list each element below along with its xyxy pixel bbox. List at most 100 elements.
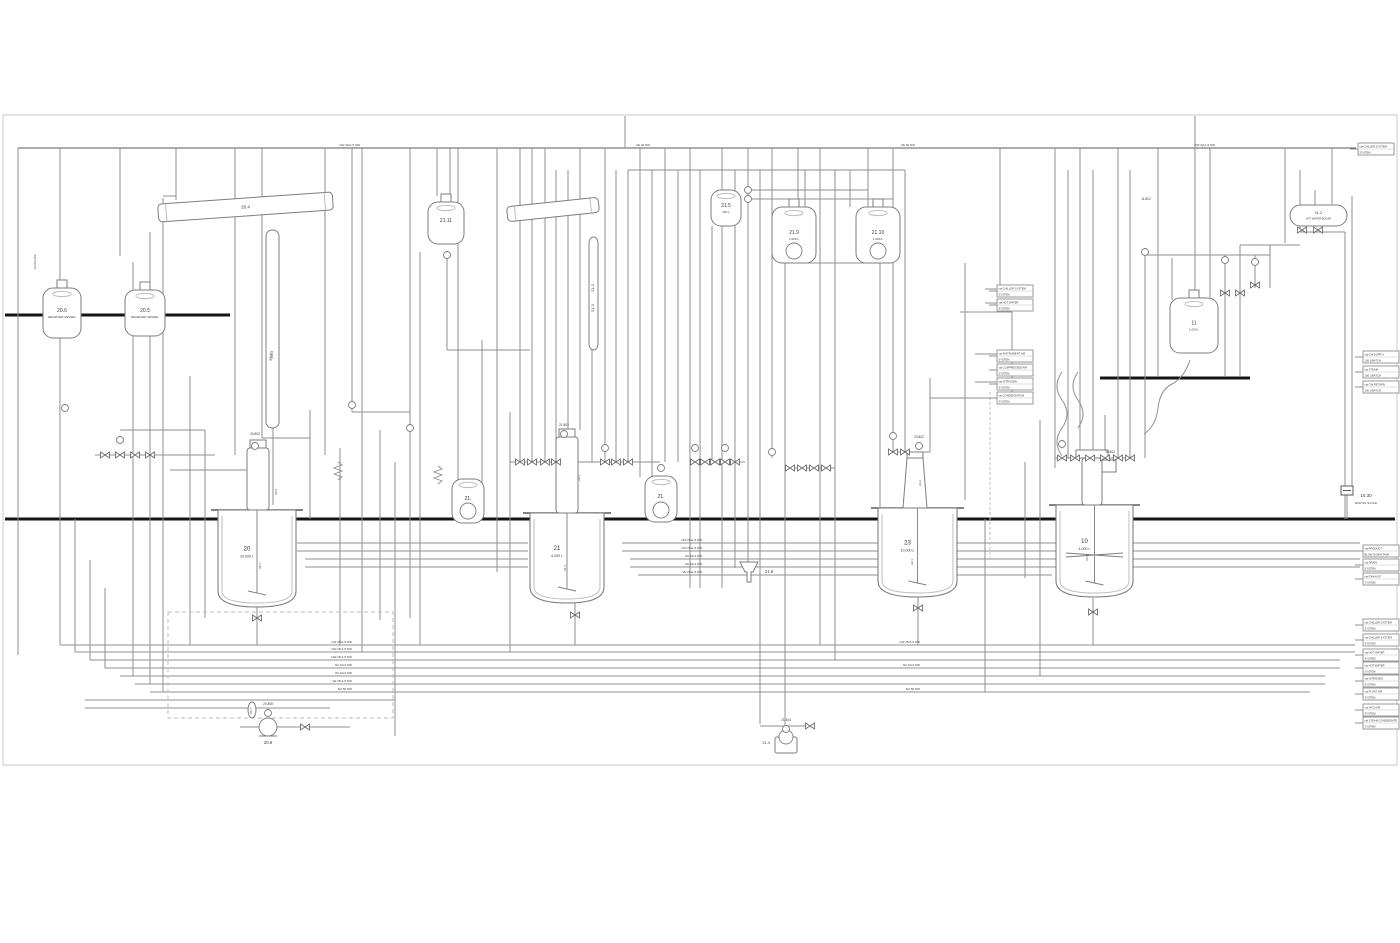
- label: 14.20.8-600: [33, 254, 37, 269]
- label: PA 10x1 NW: [685, 562, 702, 566]
- label: 10.30: [1360, 493, 1372, 498]
- condenser-20-4: 20.4: [157, 191, 334, 223]
- connector-label: 100 L/BATCH: [1365, 374, 1381, 378]
- valve: [785, 464, 795, 472]
- diagram-label: 21.2: [577, 475, 581, 481]
- valve: [1070, 454, 1080, 462]
- connector-label: via STEAM: [1365, 368, 1379, 372]
- label: VE 40 NW: [901, 143, 915, 147]
- diagram-label: HW 25x1,5 NW: [331, 655, 352, 659]
- label: 10.802: [1105, 450, 1115, 454]
- circle: [61, 404, 69, 412]
- diagram-label: 21.6: [765, 569, 774, 574]
- label: CW 32x1,5 NW: [339, 143, 360, 147]
- label: 20.1: [258, 563, 262, 569]
- label: CW 25x1,5 NW: [681, 546, 702, 550]
- equipment-tag: 21.11: [440, 218, 452, 224]
- equipment-subtitle: RECEIVER VESSEL: [48, 315, 76, 319]
- valve: [805, 722, 815, 730]
- diagram-label: 21.404: [781, 718, 791, 722]
- diagram-label: 23.2: [918, 480, 922, 486]
- diagram-label: N2 10x1 NW: [685, 554, 702, 558]
- diagram-label: 10.1: [1085, 555, 1089, 561]
- column-21-3: 21.3: [588, 236, 599, 351]
- diagram-label: 10.30: [1360, 493, 1372, 498]
- valve: [527, 458, 537, 466]
- diagram-label: VE 40 NW: [636, 143, 650, 147]
- label: EX 50 NW: [338, 687, 352, 691]
- circle: [116, 436, 124, 444]
- label: HW 25x1,5 NW: [331, 655, 352, 659]
- label: 20.2: [274, 489, 278, 495]
- equipment-subtitle: 1,000 L: [789, 237, 799, 241]
- label: 21.802: [559, 423, 569, 427]
- diagram-label: CW 25x1,5 NW: [899, 640, 920, 644]
- equipment-tag: 20.6: [57, 308, 67, 314]
- valve: [1057, 454, 1067, 462]
- valve: [540, 458, 550, 466]
- connector-label: SYSTEM: [1365, 725, 1377, 729]
- label: EX 50 NW: [906, 687, 920, 691]
- connector-label: SYSTEM: [1365, 567, 1377, 571]
- diagram-label: 23.1: [910, 559, 914, 565]
- diagram-label: N2 10x1 NW: [335, 663, 352, 667]
- equipment-tag: 21.9: [789, 230, 799, 236]
- connector-label: via HOT WATER: [1365, 664, 1385, 668]
- valve: [300, 723, 310, 731]
- label: N2 10x1 NW: [685, 554, 702, 558]
- connector-label: SYSTEM: [1365, 683, 1377, 687]
- label: N2 10x1 NW: [903, 663, 920, 667]
- valve: [797, 464, 807, 472]
- pump-20-8: 20.8: [258, 717, 278, 745]
- spring-symbol: [432, 465, 444, 485]
- equipment-tag: 20.4: [241, 205, 250, 210]
- vessel-21-11: 21.11: [427, 193, 465, 245]
- circle: [1058, 440, 1066, 448]
- diagram-label: 11.802: [1141, 197, 1151, 201]
- connector-label: via CHILLER SYSTEM: [1365, 636, 1393, 640]
- connector-label: SYSTEM: [999, 372, 1011, 376]
- equipment-tag: 21.4: [762, 740, 771, 745]
- diagram-label: 23.802: [914, 435, 924, 439]
- label: 21.404: [781, 718, 791, 722]
- label: 23.1: [910, 559, 914, 565]
- connector-label: via EXHAUST: [1365, 575, 1382, 579]
- diagram-label: 21.802: [559, 423, 569, 427]
- connector-label: SYSTEM: [1365, 657, 1377, 661]
- valve: [1100, 454, 1110, 462]
- equipment-subtitle: 4,000 L: [1079, 547, 1091, 551]
- flex-hose: [1056, 371, 1068, 457]
- label: VE 25x1,5 NW: [682, 570, 702, 574]
- circle: [560, 430, 568, 438]
- circle: [348, 401, 356, 409]
- cbox: via STEAM 100 L/BATCH: [1355, 365, 1400, 379]
- label: VE 40 NW: [636, 143, 650, 147]
- vessel-21-10: 21.101,000 L: [855, 198, 901, 264]
- label: N2 10x1 NW: [335, 663, 352, 667]
- valve: [1313, 226, 1323, 234]
- diagram-label: 14.20.8-600: [33, 254, 37, 269]
- circle: [691, 444, 699, 452]
- valve: [1085, 454, 1095, 462]
- label: VE 25x1,5 NW: [332, 679, 352, 683]
- valve: [710, 458, 720, 466]
- valve: [900, 448, 910, 456]
- connector-label: via DRAIN: [1365, 561, 1378, 565]
- valve: [252, 614, 262, 622]
- equipment-tag: 20.8: [264, 740, 273, 745]
- equipment-tag: 10: [1081, 539, 1088, 545]
- label: 11.802: [1141, 197, 1151, 201]
- valve: [1125, 454, 1135, 462]
